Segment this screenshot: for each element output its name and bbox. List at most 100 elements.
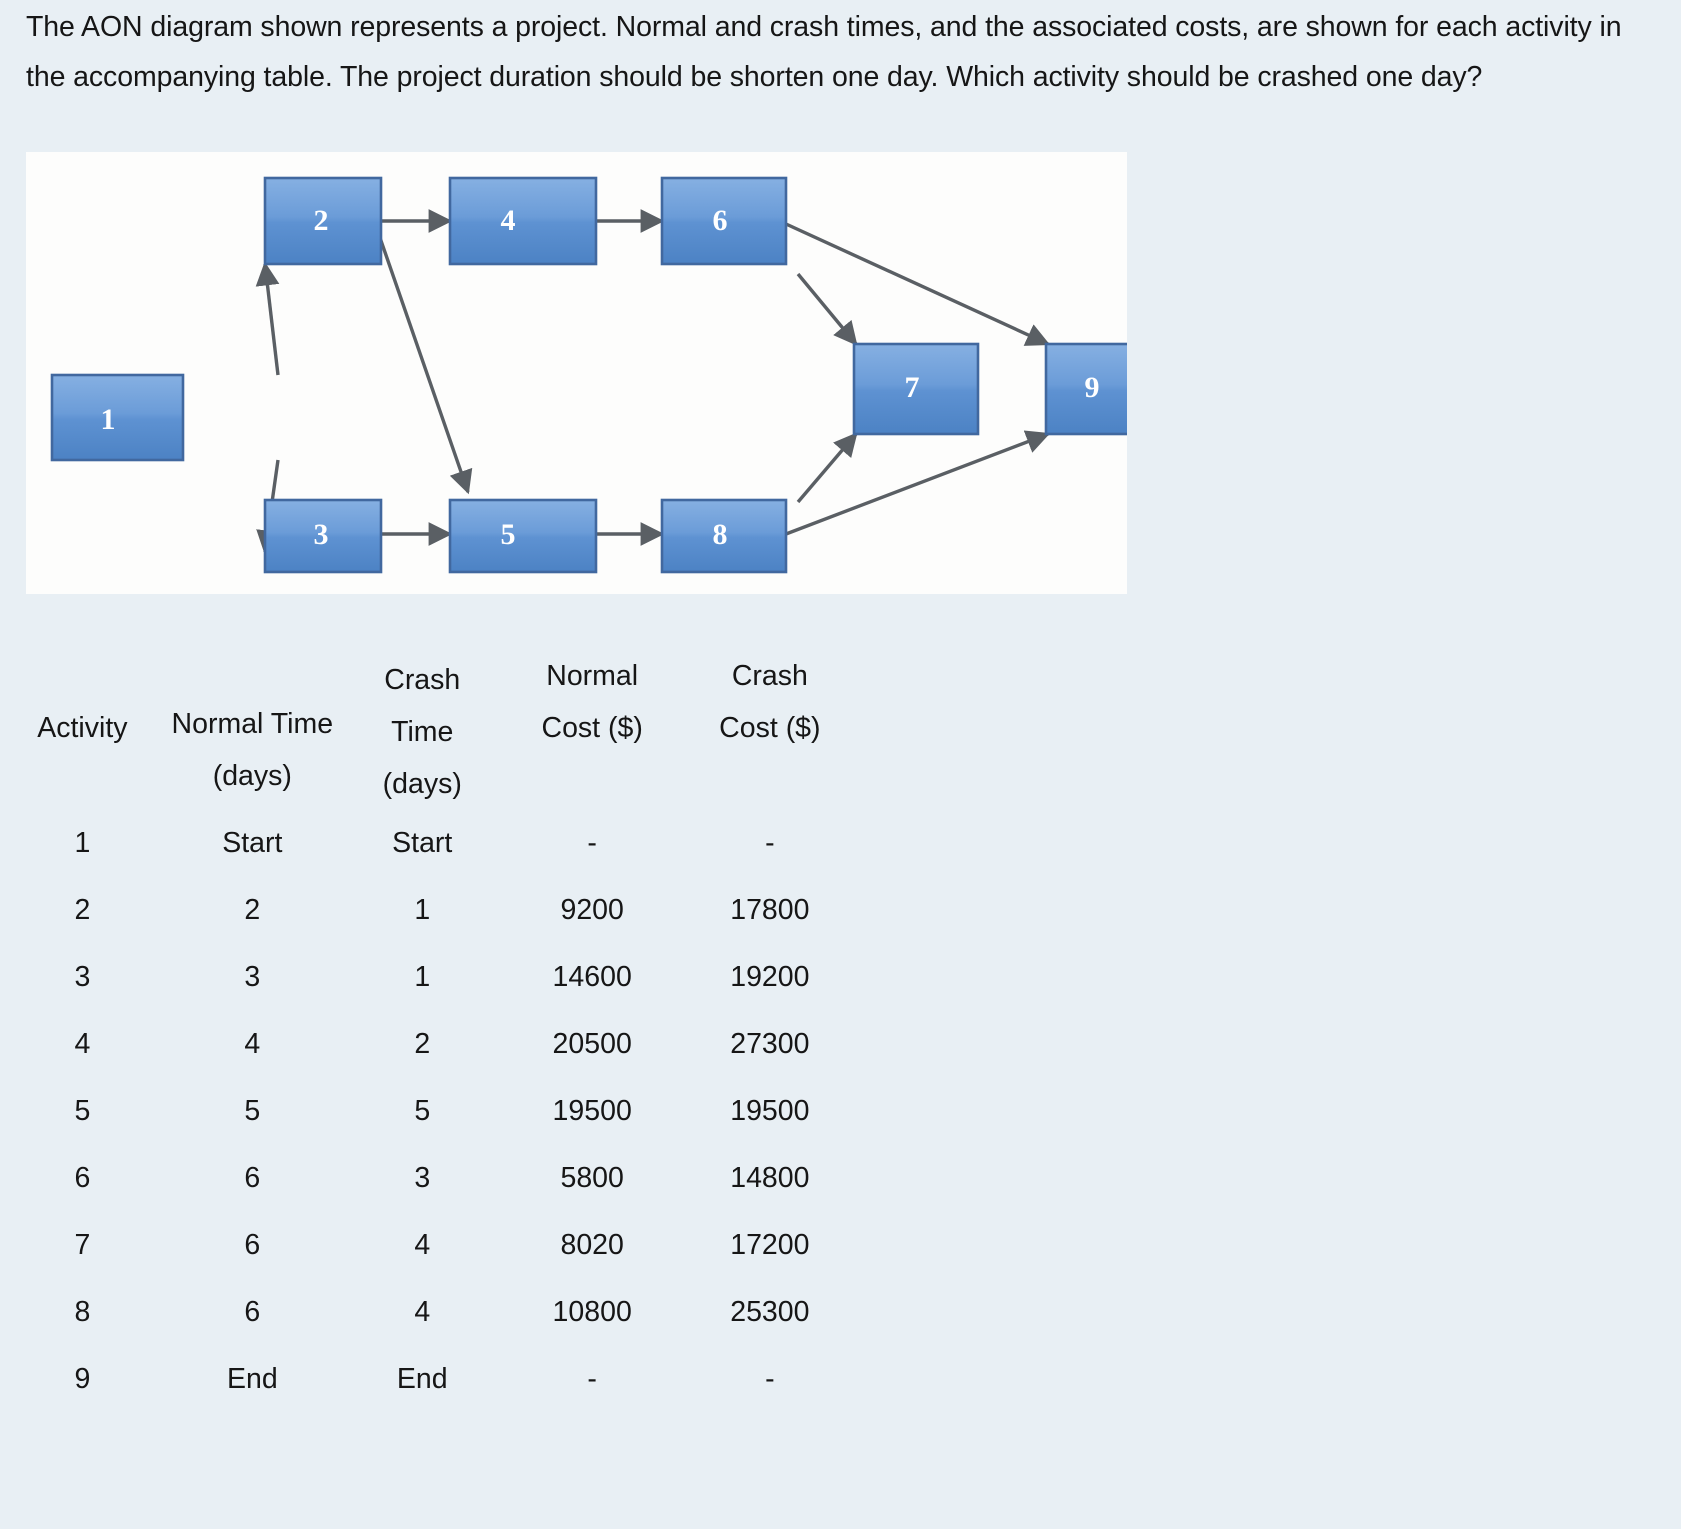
table-row: 6 6 3 5800 14800 <box>0 1145 860 1212</box>
column-header-normal-cost-line2: Cost ($) <box>541 712 643 744</box>
column-header-normal-time-line2: (days) <box>212 760 292 792</box>
cell-crash-cost: - <box>765 1363 775 1395</box>
cell-crash-time: 1 <box>414 961 431 993</box>
edge-6-to-7 <box>796 272 858 346</box>
cell-activity: 5 <box>74 1095 91 1127</box>
cell-crash-time: 4 <box>414 1296 431 1328</box>
edge-8-to-9 <box>785 430 1051 536</box>
cell-crash-cost: 17200 <box>730 1229 810 1261</box>
column-header-activity-line1: Activity <box>37 712 128 744</box>
table-header-row: Activity Normal Time (days) Crash Time (… <box>0 650 860 810</box>
node-4-label: 4 <box>501 204 516 237</box>
cell-crash-cost: - <box>765 827 775 859</box>
node-5-label: 5 <box>501 518 516 551</box>
cell-normal-cost: 9200 <box>560 894 624 926</box>
cell-activity: 9 <box>74 1363 91 1395</box>
cell-normal-cost: 8020 <box>560 1229 624 1261</box>
crash-data-table: Activity Normal Time (days) Crash Time (… <box>0 650 860 1413</box>
table-row: 7 6 4 8020 17200 <box>0 1212 860 1279</box>
cell-crash-time: 5 <box>414 1095 431 1127</box>
column-header-crash-time-line3: (days) <box>382 768 462 800</box>
table-row: 4 4 2 20500 27300 <box>0 1011 860 1078</box>
cell-normal-time: Start <box>222 827 283 859</box>
cell-normal-cost: 5800 <box>560 1162 624 1194</box>
node-4[interactable]: 4 <box>448 176 598 266</box>
cell-normal-cost: 20500 <box>552 1028 632 1060</box>
cell-normal-time: 6 <box>244 1296 261 1328</box>
node-8[interactable]: 8 <box>660 498 788 574</box>
node-6-label: 6 <box>713 204 728 237</box>
cell-crash-cost: 14800 <box>730 1162 810 1194</box>
cell-normal-time: 6 <box>244 1162 261 1194</box>
cell-crash-cost: 19200 <box>730 961 810 993</box>
node-1[interactable]: 1 <box>50 373 185 462</box>
table-row: 9 End End - - <box>0 1346 860 1413</box>
cell-crash-time: 3 <box>414 1162 431 1194</box>
cell-activity: 3 <box>74 961 91 993</box>
table-row: 8 6 4 10800 25300 <box>0 1279 860 1346</box>
node-2-label: 2 <box>314 204 329 237</box>
column-header-normal-cost-line1: Normal <box>546 660 639 692</box>
column-header-crash-time: Crash Time (days) <box>340 650 505 810</box>
diagram-nodes: 1 2 3 4 5 6 7 <box>50 176 1127 574</box>
cell-normal-time: 3 <box>244 961 261 993</box>
column-header-normal-cost: Normal Cost ($) <box>505 650 680 810</box>
node-3-label: 3 <box>314 518 329 551</box>
table-row: 2 2 1 9200 17800 <box>0 877 860 944</box>
cell-activity: 1 <box>74 827 91 859</box>
cell-normal-cost: 10800 <box>552 1296 632 1328</box>
column-header-activity: Activity <box>0 650 165 810</box>
column-header-crash-cost-line2: Cost ($) <box>719 712 821 744</box>
edge-8-to-7 <box>796 432 858 504</box>
cell-normal-time: End <box>226 1363 278 1395</box>
cell-activity: 4 <box>74 1028 91 1060</box>
node-7-label: 7 <box>905 371 920 404</box>
column-header-crash-cost-line1: Crash <box>731 660 808 692</box>
node-3[interactable]: 3 <box>263 498 383 574</box>
node-2[interactable]: 2 <box>263 176 383 266</box>
node-1-label: 1 <box>101 403 116 436</box>
table-row: 5 5 5 19500 19500 <box>0 1078 860 1145</box>
cell-normal-cost: - <box>587 827 597 859</box>
edge-6-to-9 <box>785 222 1051 346</box>
cell-normal-time: 4 <box>244 1028 261 1060</box>
cell-normal-cost: - <box>587 1363 597 1395</box>
cell-activity: 6 <box>74 1162 91 1194</box>
edge-2-to-5 <box>376 231 473 495</box>
column-header-crash-time-line1: Crash <box>384 664 461 696</box>
column-header-normal-time-line1: Normal Time <box>171 708 334 740</box>
cell-crash-time: 4 <box>414 1229 431 1261</box>
node-7[interactable]: 7 <box>852 342 980 436</box>
aon-diagram-svg: 1 2 3 4 5 6 7 <box>50 176 1127 574</box>
cell-normal-cost: 14600 <box>552 961 632 993</box>
cell-crash-time: 1 <box>414 894 431 926</box>
aon-diagram-panel: 1 2 3 4 5 6 7 <box>26 152 1127 594</box>
edge-1-to-2 <box>255 261 280 376</box>
table-row: 3 3 1 14600 19200 <box>0 944 860 1011</box>
column-header-crash-cost: Crash Cost ($) <box>680 650 860 810</box>
node-8-label: 8 <box>713 518 728 551</box>
cell-crash-time: End <box>396 1363 448 1395</box>
cell-crash-cost: 27300 <box>730 1028 810 1060</box>
cell-normal-cost: 19500 <box>552 1095 632 1127</box>
cell-normal-time: 6 <box>244 1229 261 1261</box>
node-9[interactable]: 9 <box>1044 342 1127 436</box>
table-header: Activity Normal Time (days) Crash Time (… <box>0 650 860 810</box>
node-5[interactable]: 5 <box>448 498 598 574</box>
cell-activity: 2 <box>74 894 91 926</box>
node-9-label: 9 <box>1085 371 1100 404</box>
cell-normal-time: 2 <box>244 894 261 926</box>
cell-crash-time: 2 <box>414 1028 431 1060</box>
column-header-normal-time: Normal Time (days) <box>165 650 340 810</box>
cell-normal-time: 5 <box>244 1095 261 1127</box>
question-prompt: The AON diagram shown represents a proje… <box>26 11 1622 93</box>
column-header-crash-time-line2: Time <box>391 716 454 748</box>
node-6[interactable]: 6 <box>660 176 788 266</box>
cell-activity: 7 <box>74 1229 91 1261</box>
cell-activity: 8 <box>74 1296 91 1328</box>
cell-crash-cost: 17800 <box>730 894 810 926</box>
cell-crash-cost: 25300 <box>730 1296 810 1328</box>
cell-crash-cost: 19500 <box>730 1095 810 1127</box>
